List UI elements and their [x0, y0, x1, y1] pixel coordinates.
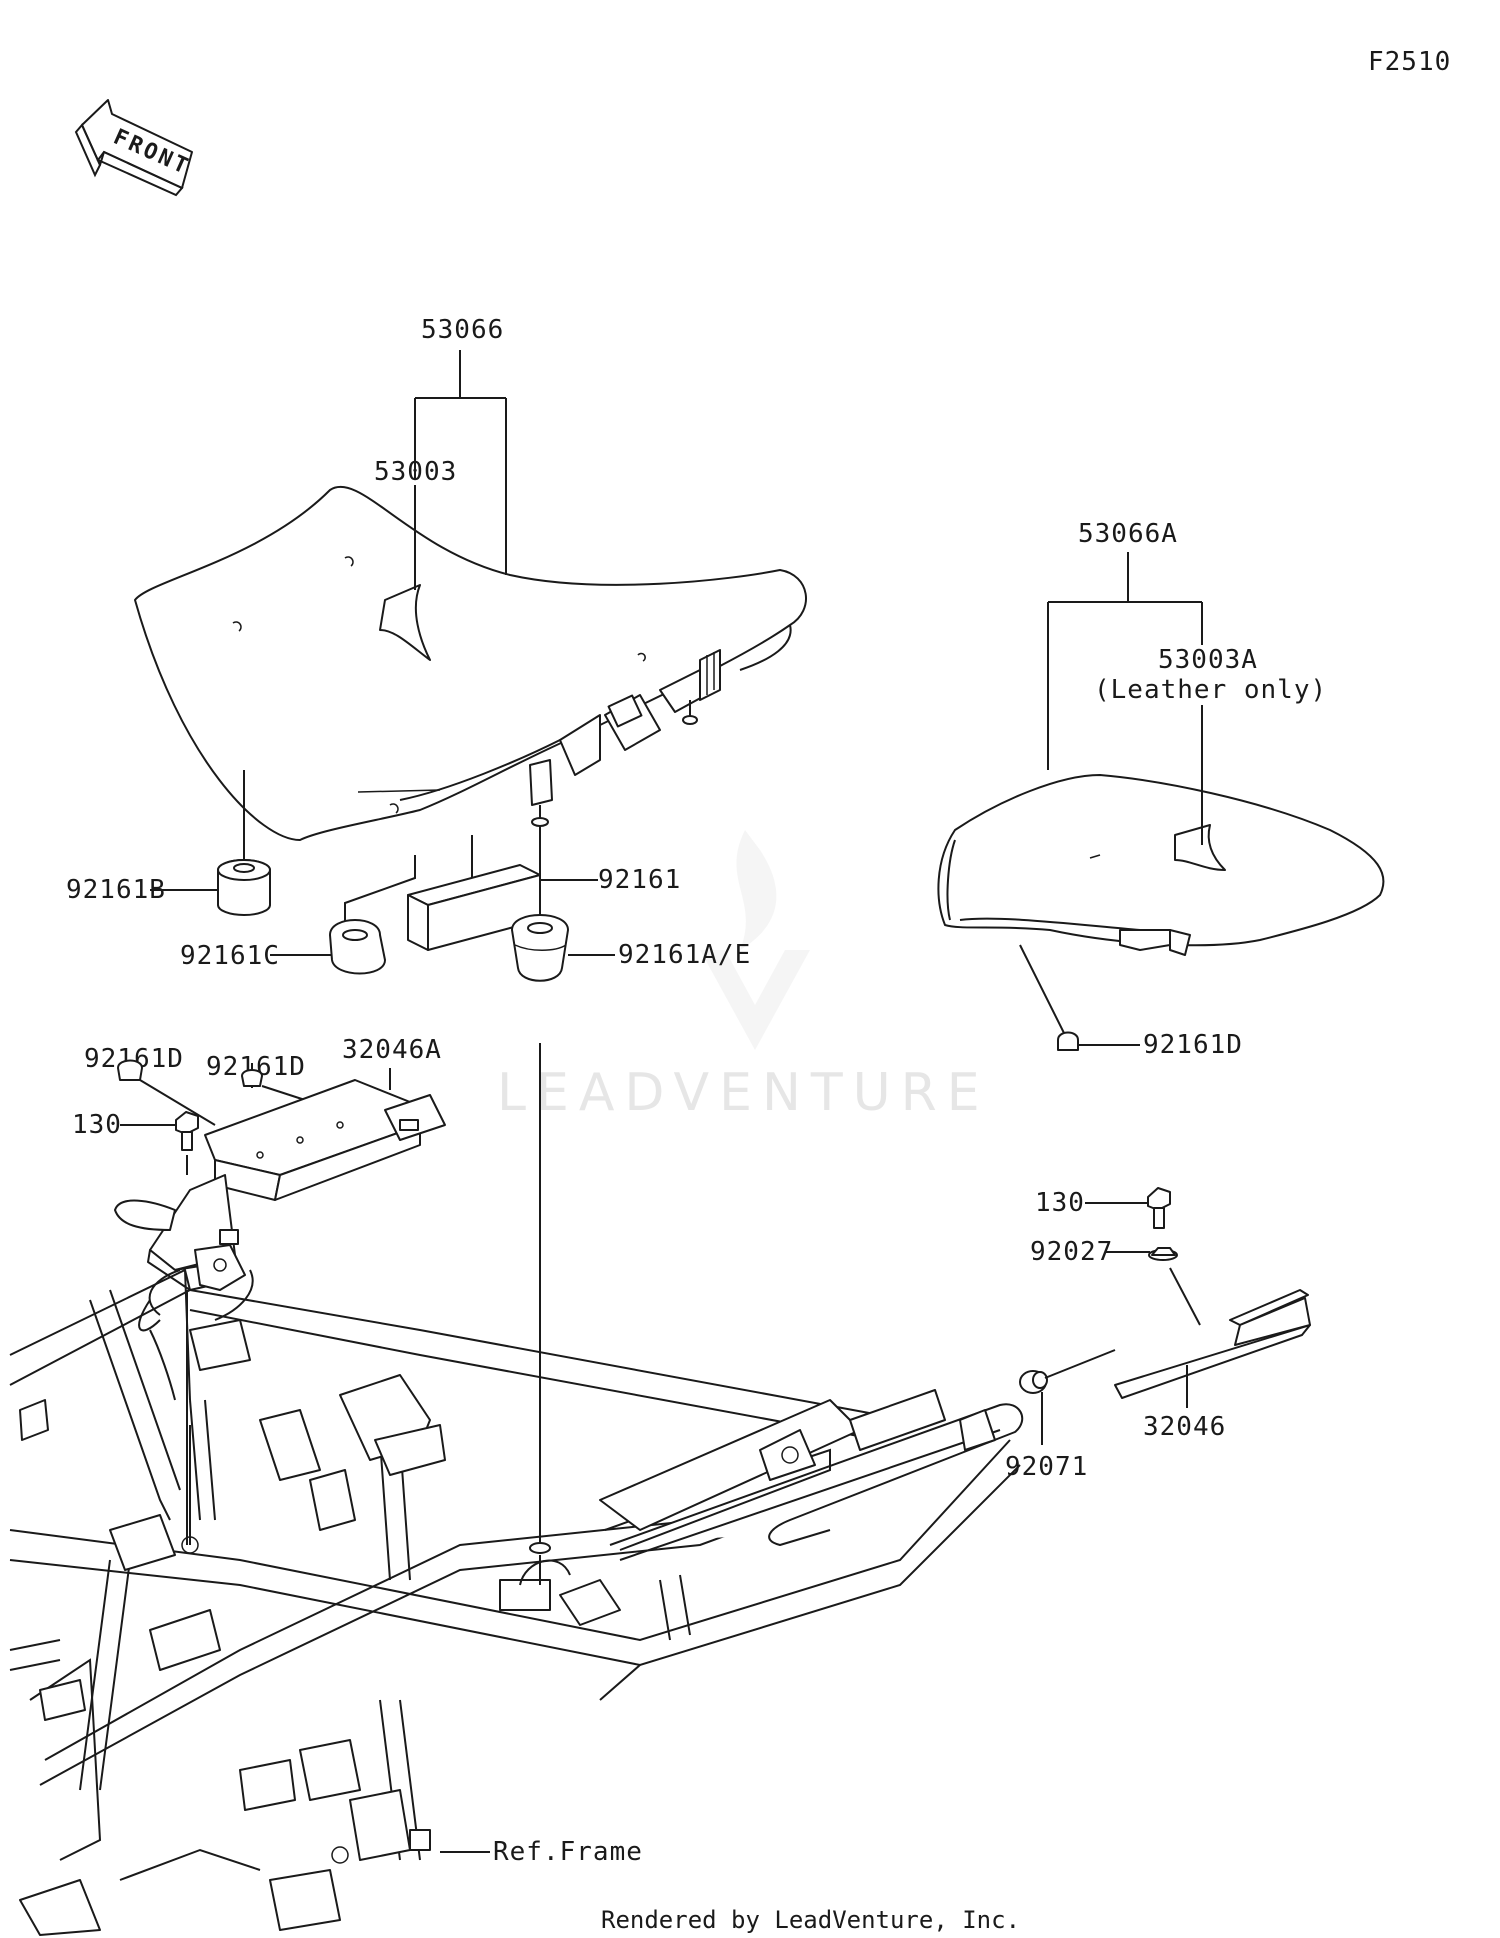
rider-seat — [134, 485, 807, 841]
part-92161B — [150, 770, 271, 916]
part-130-right — [1085, 1187, 1171, 1229]
label-130-right: 130 — [1035, 1188, 1085, 1218]
part-92161D-right — [1019, 944, 1140, 1051]
callout-53066A — [1047, 552, 1203, 845]
label-92161B: 92161B — [66, 875, 166, 905]
label-53003A-note: (Leather only) — [1094, 675, 1327, 705]
watermark-text: LEADVENTURE — [497, 1063, 990, 1123]
part-92161C — [270, 855, 416, 975]
passenger-seat — [937, 774, 1385, 956]
part-92161D-left-nubs — [117, 1059, 306, 1126]
label-92161: 92161 — [598, 865, 681, 895]
label-ref-frame: Ref.Frame — [493, 1837, 643, 1867]
part-92027 — [1105, 1247, 1178, 1261]
part-92161AE — [511, 825, 615, 1545]
callout-53066 — [414, 350, 507, 575]
label-53003A: 53003A — [1158, 645, 1258, 675]
watermark-logo — [700, 830, 810, 1050]
label-92161C: 92161C — [180, 941, 280, 971]
label-53003: 53003 — [374, 457, 457, 487]
part-92161 — [407, 835, 598, 951]
part-32046 — [1114, 1267, 1311, 1408]
diagram-code: F2510 — [1368, 47, 1451, 77]
label-53066: 53066 — [421, 315, 504, 345]
frame-structure — [9, 1244, 1024, 1936]
part-130-left — [120, 1111, 199, 1175]
label-32046A: 32046A — [342, 1035, 442, 1065]
label-92161AE: 92161A/E — [618, 940, 751, 970]
footer-credit: Rendered by LeadVenture, Inc. — [601, 1906, 1020, 1934]
label-32046: 32046 — [1143, 1412, 1226, 1442]
part-92071 — [1019, 1349, 1116, 1445]
label-92027: 92027 — [1030, 1237, 1113, 1267]
front-arrow-icon: FRONT — [74, 99, 194, 197]
label-130-left: 130 — [72, 1110, 122, 1140]
part-32046A — [114, 1079, 446, 1291]
label-53066A: 53066A — [1078, 519, 1178, 549]
label-92161D-right: 92161D — [1143, 1030, 1243, 1060]
